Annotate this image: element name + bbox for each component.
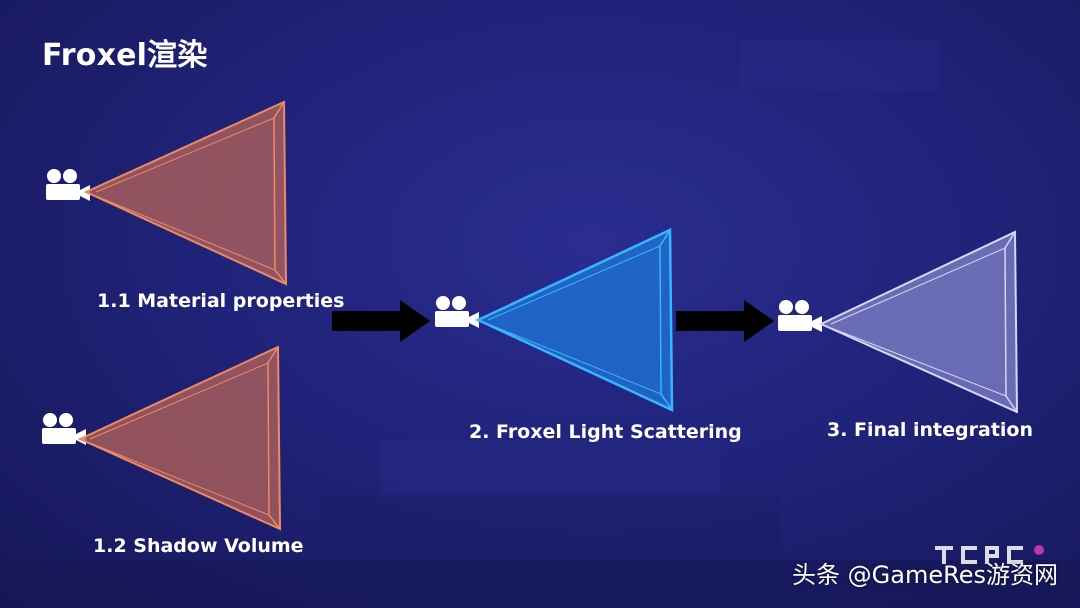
arrow-right-icon [332, 300, 432, 342]
scattering-frustum [472, 228, 678, 414]
page-title: Froxel渲染 [42, 38, 208, 73]
movie-camera-icon [44, 168, 90, 202]
movie-camera-icon [776, 299, 822, 333]
shadow-frustum [76, 345, 286, 535]
integration-frustum [815, 230, 1021, 416]
event-logo [935, 542, 1055, 566]
movie-camera-icon [433, 295, 479, 329]
stage-label-integration: 3. Final integration [827, 419, 1033, 441]
stage-label-scattering: 2. Froxel Light Scattering [469, 421, 742, 443]
stage-label-shadow: 1.2 Shadow Volume [93, 535, 304, 557]
source-watermark: 头条 @GameRes游资网 [792, 561, 1058, 589]
arrow-right-icon [676, 300, 776, 342]
stage-label-material: 1.1 Material properties [97, 290, 345, 312]
material-frustum [82, 100, 292, 290]
movie-camera-icon [40, 412, 86, 446]
